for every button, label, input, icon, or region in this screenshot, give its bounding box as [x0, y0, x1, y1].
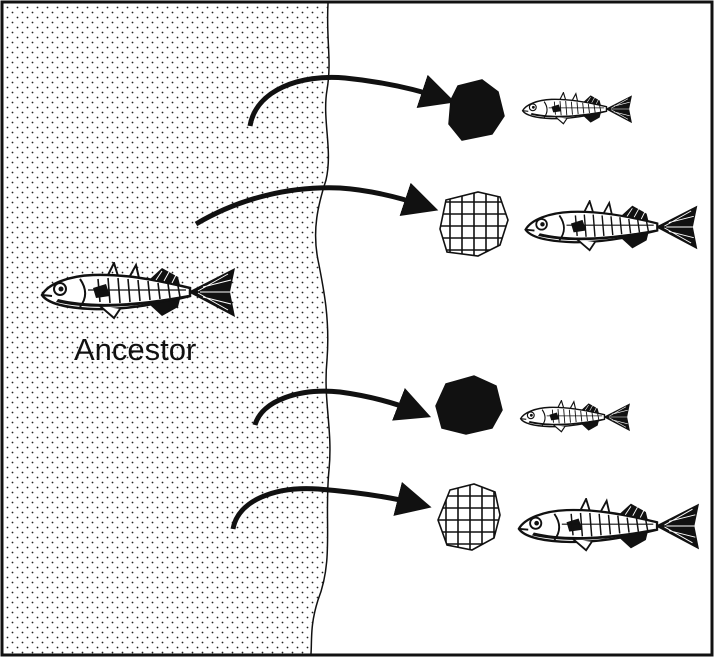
lake-3-solid-lake-icon: [436, 376, 502, 434]
ancestral-habitat-region: [4, 4, 330, 654]
ancestor-label: Ancestor: [74, 332, 196, 367]
